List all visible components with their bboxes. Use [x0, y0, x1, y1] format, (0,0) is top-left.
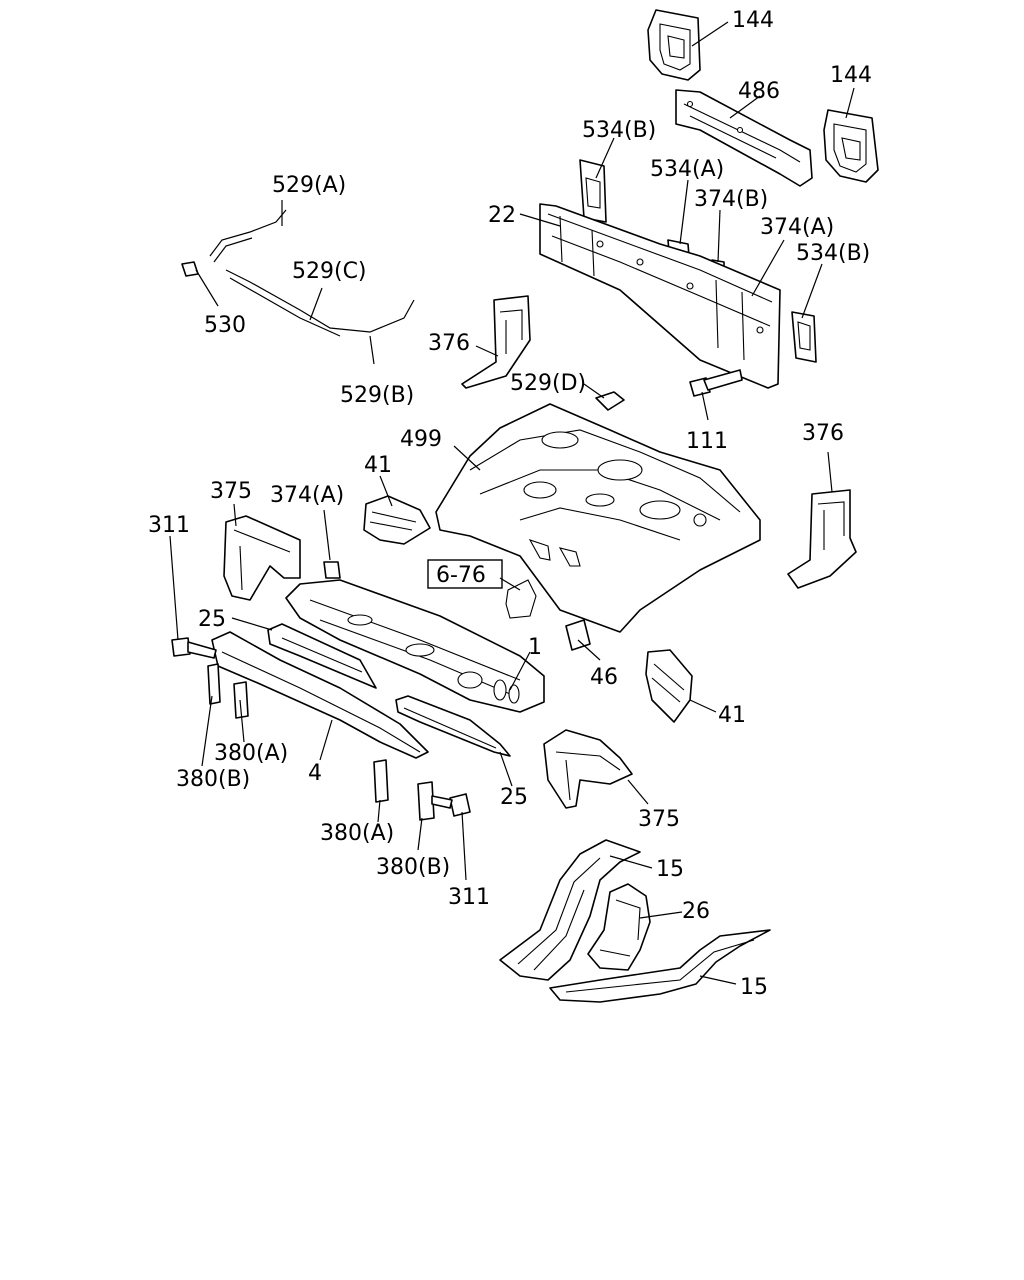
callout-534b-top: 534(B) [582, 118, 656, 143]
callout-380b-left: 380(B) [176, 767, 250, 792]
callout-529c: 529(C) [292, 259, 367, 284]
callout-376-left: 376 [428, 331, 470, 356]
callout-22: 22 [488, 203, 516, 228]
callout-41-left: 41 [364, 453, 392, 478]
callout-26: 26 [682, 899, 710, 924]
part-1-floor-panel [285, 579, 545, 713]
callout-380a-right: 380(A) [320, 821, 394, 846]
callout-530: 530 [204, 313, 246, 338]
part-22-rear-panel [539, 203, 781, 389]
callout-374a-mid: 374(A) [270, 483, 344, 508]
part-26-bracket [587, 883, 651, 971]
callout-41-right: 41 [718, 703, 746, 728]
part-41-bracket-left [363, 495, 431, 545]
callout-499: 499 [400, 427, 442, 452]
part-144-bracket-right [823, 109, 879, 183]
part-499-rear-floor [435, 403, 761, 633]
part-311-bolt-left [171, 637, 217, 659]
part-41-bracket-right [645, 649, 693, 723]
part-529-cables [181, 209, 415, 337]
callout-111: 111 [686, 429, 728, 454]
callout-486: 486 [738, 79, 780, 104]
callout-534a: 534(A) [650, 157, 724, 182]
part-376-support-right [787, 489, 857, 589]
part-375-bracket-right [543, 729, 633, 809]
callout-374b: 374(B) [694, 187, 768, 212]
callout-534b-right: 534(B) [796, 241, 870, 266]
callout-15-bottom: 15 [740, 975, 768, 1000]
leader-lines [169, 21, 855, 985]
callout-311-right: 311 [448, 885, 490, 910]
part-486-crossmember [675, 89, 813, 187]
callout-15-top: 15 [656, 857, 684, 882]
part-376-support-left [461, 295, 531, 389]
part-25-sill-left [267, 623, 377, 689]
part-25-sill-right [395, 695, 511, 757]
part-534b-bracket-left [579, 159, 607, 223]
callout-46: 46 [590, 665, 618, 690]
callout-375-right: 375 [638, 807, 680, 832]
callout-144-right: 144 [830, 63, 872, 88]
callout-144-top: 144 [732, 8, 774, 33]
part-534b-bracket-right [791, 311, 817, 363]
callout-25-left: 25 [198, 607, 226, 632]
part-311-bolt-right [431, 793, 471, 817]
part-15-member-left [499, 839, 641, 981]
callout-4: 4 [308, 761, 322, 786]
reference-box-6-76 [427, 559, 537, 619]
callout-375-left: 375 [210, 479, 252, 504]
callout-529b: 529(B) [340, 383, 414, 408]
part-111-bolt [689, 369, 743, 397]
callout-529d: 529(D) [510, 371, 586, 396]
callout-311-left: 311 [148, 513, 190, 538]
part-374a-nut-mid [323, 561, 341, 579]
part-380-clips-right [373, 759, 435, 821]
part-529d-clip [595, 391, 625, 411]
callout-1: 1 [528, 635, 542, 660]
callout-376-right: 376 [802, 421, 844, 446]
part-144-bracket-top [647, 9, 701, 81]
callout-380b-right: 380(B) [376, 855, 450, 880]
callout-6-76: 6-76 [436, 563, 486, 588]
part-380-clips-left [207, 663, 249, 719]
callout-380a-left: 380(A) [214, 741, 288, 766]
part-4-rail [211, 631, 429, 759]
part-46-bracket [565, 619, 591, 651]
callout-25-right: 25 [500, 785, 528, 810]
part-375-bracket-left [223, 515, 301, 601]
part-15-member-right [549, 929, 771, 1003]
callout-labels: 144 486 144 534(B) 534(A) 374(B) 529(A) … [148, 8, 872, 1000]
callout-374a-top: 374(A) [760, 215, 834, 240]
callout-529a: 529(A) [272, 173, 346, 198]
